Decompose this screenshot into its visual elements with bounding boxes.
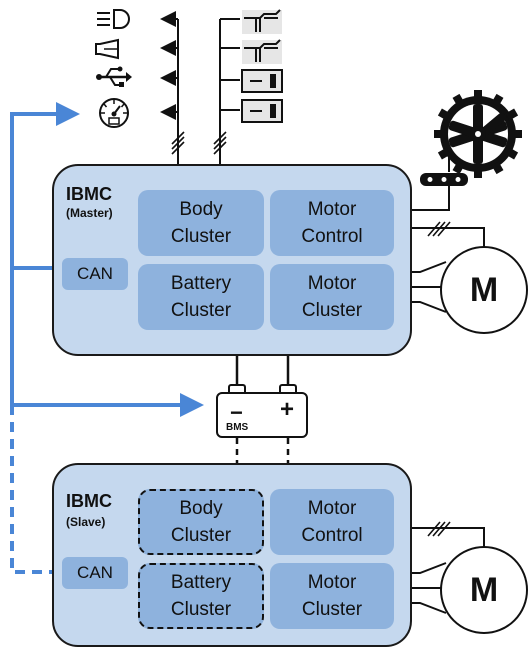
slave-motor: M bbox=[440, 546, 528, 634]
switch-icon bbox=[241, 99, 283, 123]
outputs-bus bbox=[160, 11, 185, 192]
bms-label: BMS bbox=[226, 422, 249, 433]
usb-icon bbox=[96, 66, 132, 87]
speedometer-icon bbox=[99, 98, 129, 128]
slave-motor-feedback bbox=[392, 520, 485, 550]
ibmc-title: IBMC bbox=[66, 491, 112, 511]
horn-icon bbox=[95, 38, 119, 60]
battery: − + BMS bbox=[216, 392, 308, 438]
can-port: CAN bbox=[62, 557, 128, 589]
can-port: CAN bbox=[62, 258, 128, 290]
can-bus bbox=[10, 102, 204, 574]
master-motor-feedback bbox=[392, 220, 485, 248]
master-motor: M bbox=[440, 246, 528, 334]
brake-lever-icon bbox=[242, 39, 282, 64]
ibmc-role: (Master) bbox=[66, 206, 113, 220]
battery-plus: + bbox=[280, 396, 295, 423]
battery-terminal-positive bbox=[279, 384, 297, 392]
pedal-sensor-icon bbox=[420, 173, 468, 186]
battery-minus: − bbox=[230, 400, 243, 425]
brake-lever-icon bbox=[242, 9, 282, 34]
battery-wiring bbox=[235, 352, 290, 463]
inputs-bus bbox=[212, 18, 240, 188]
headlight-icon bbox=[97, 9, 130, 29]
battery-terminal-negative bbox=[228, 384, 246, 392]
ibmc-title: IBMC bbox=[66, 184, 112, 204]
ibmc-role: (Slave) bbox=[66, 515, 106, 529]
switch-icon bbox=[241, 69, 283, 93]
chainring-icon bbox=[434, 90, 522, 178]
